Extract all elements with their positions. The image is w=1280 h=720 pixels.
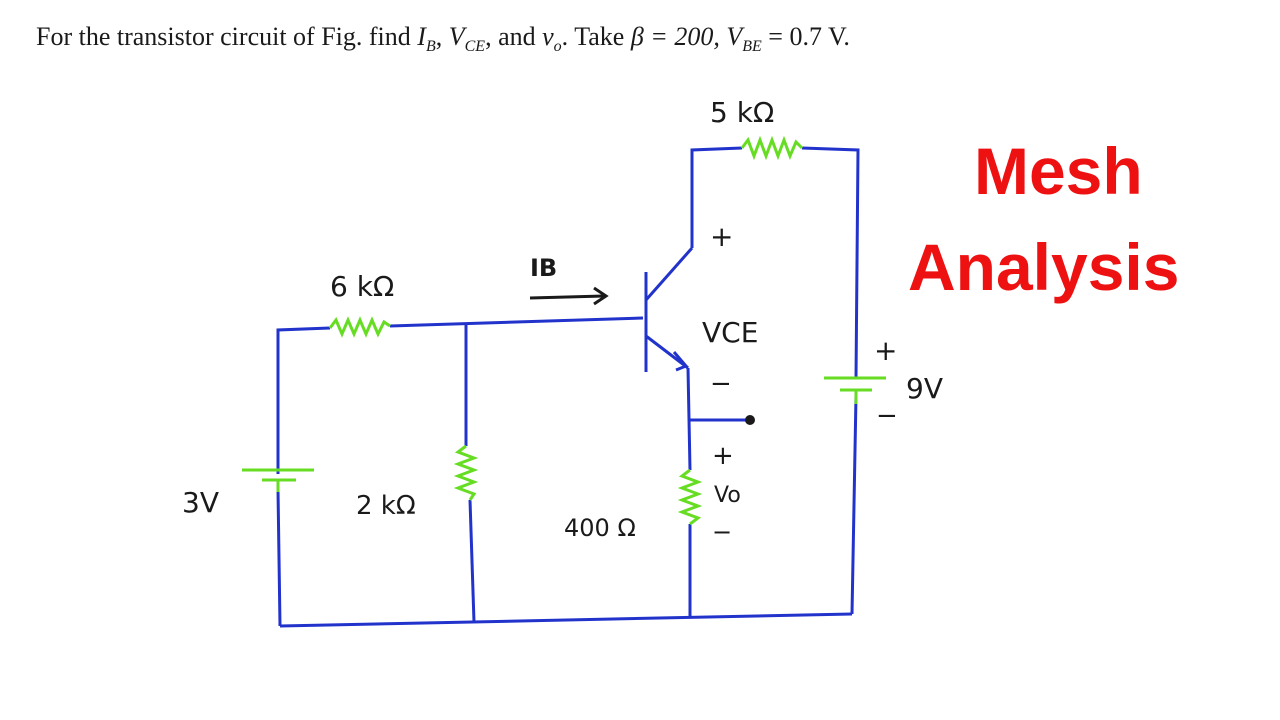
wires	[276, 146, 860, 628]
label-vce: VCE	[702, 316, 758, 349]
wire-right-top	[801, 146, 860, 379]
resistor-6k	[328, 316, 391, 338]
label-vo: Vo	[714, 483, 741, 508]
vo-minus: −	[712, 518, 732, 546]
wire-shunt-down	[468, 499, 476, 623]
wire-collector-top	[690, 146, 743, 248]
title-mesh: Mesh	[974, 134, 1143, 208]
transistor-emitter-leg	[645, 334, 689, 370]
resistor-2k	[453, 444, 479, 501]
wire-base-top	[389, 316, 644, 328]
ib-arrow	[529, 286, 609, 306]
label-3v: 3V	[182, 486, 219, 519]
vo-plus: +	[712, 441, 734, 471]
resistor-5k	[740, 135, 804, 161]
resistor-400	[677, 468, 703, 526]
label-2k: 2 kΩ	[356, 491, 416, 521]
vce-minus: −	[710, 369, 732, 399]
label-400: 400 Ω	[564, 514, 636, 542]
label-5k: 5 kΩ	[710, 96, 774, 129]
9v-plus: +	[874, 334, 897, 367]
output-terminal-dot	[745, 415, 755, 425]
wire-left	[276, 326, 331, 474]
title-analysis: Analysis	[908, 230, 1180, 304]
wire-emitter-down	[686, 367, 692, 471]
problem-statement: For the transistor circuit of Fig. find …	[36, 22, 850, 55]
wire-right-bottom	[850, 395, 858, 615]
9v-minus: −	[876, 401, 898, 431]
wire-left-lower	[276, 489, 282, 627]
vce-plus: +	[710, 220, 733, 253]
transistor-emitter-arrow	[672, 351, 689, 372]
transistor-collector-leg	[644, 247, 694, 301]
label-9v: 9V	[906, 372, 943, 405]
label-ib: IB	[530, 254, 557, 282]
wire-bottom	[279, 612, 853, 628]
label-6k: 6 kΩ	[330, 270, 394, 303]
